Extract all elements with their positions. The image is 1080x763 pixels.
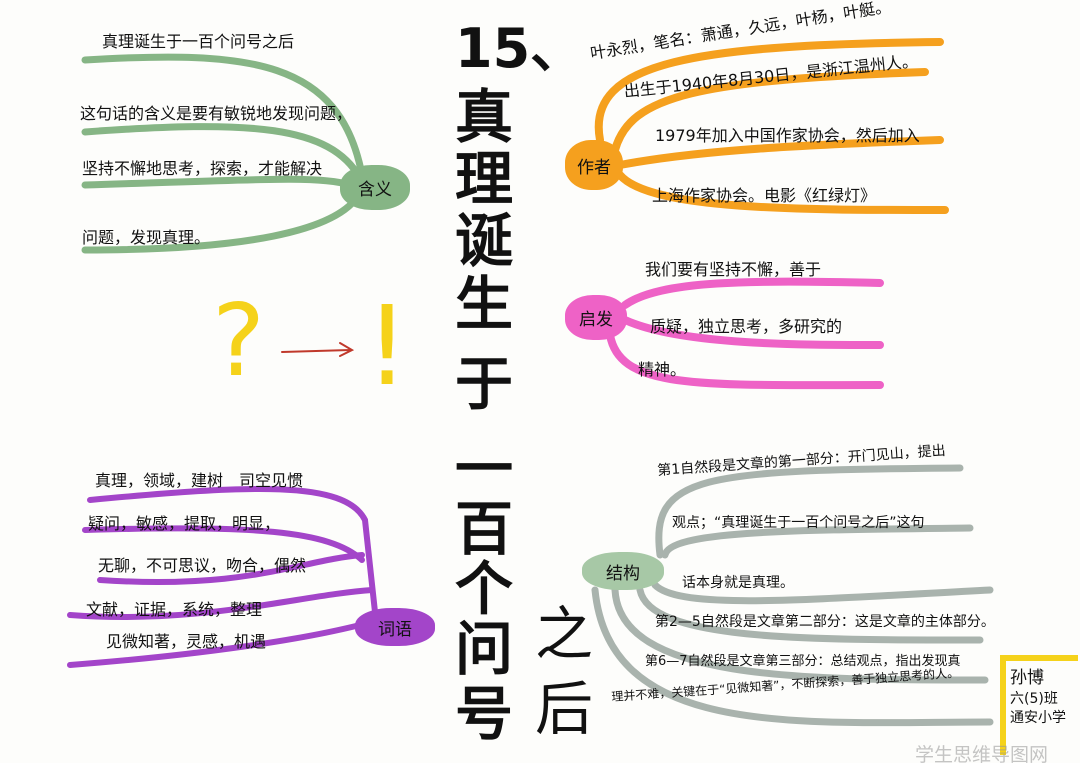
title-char: 后 bbox=[535, 675, 594, 743]
branch-line bbox=[616, 136, 944, 169]
branch-line bbox=[81, 175, 354, 189]
branch-line bbox=[67, 622, 363, 668]
structure-item: 观点；“真理诞生于一百个问号之后”这句 bbox=[672, 515, 925, 531]
title-char: 诞 bbox=[455, 207, 514, 275]
meaning-item: 问题，发现真理。 bbox=[82, 228, 211, 247]
branch-line bbox=[655, 464, 964, 559]
title-char: 号 bbox=[455, 680, 514, 748]
inspiration-item: 精神。 bbox=[638, 360, 687, 379]
inspiration-item: 质疑，独立思考，多研究的 bbox=[650, 317, 843, 336]
branch-line bbox=[81, 53, 366, 179]
title-char: 问 bbox=[455, 615, 514, 683]
words-item: 见微知著，灵感，机遇 bbox=[106, 632, 267, 651]
node-structure: 结构 bbox=[582, 552, 664, 590]
node-meaning: 含义 bbox=[340, 165, 410, 210]
branch-line bbox=[636, 586, 984, 644]
words-branches bbox=[67, 485, 378, 668]
branch-line bbox=[651, 581, 994, 605]
meaning-item: 这句话的含义是要有敏锐地发现问题， bbox=[80, 104, 353, 123]
branch-line bbox=[82, 525, 365, 563]
title-char: 一 bbox=[455, 435, 514, 503]
words-item: 疑问，敏感，提取，明显， bbox=[88, 514, 281, 533]
branch-line bbox=[81, 196, 359, 254]
question-mark-icon: ? bbox=[212, 282, 266, 399]
title-char: 个 bbox=[455, 555, 514, 623]
title-char: 百 bbox=[455, 495, 514, 563]
branch-line bbox=[661, 524, 974, 559]
structure-item: 第2—5自然段是文章第二部分：这是文章的主体部分。 bbox=[655, 614, 995, 630]
words-item: 无聊，不可思议，吻合，偶然 bbox=[98, 556, 307, 575]
title-char: 生 bbox=[455, 270, 514, 338]
meaning-item: 真理诞生于一百个问号之后 bbox=[102, 32, 295, 51]
signature-name: 孙博 bbox=[1010, 668, 1044, 688]
meaning-item: 坚持不懈地思考，探索，才能解决 bbox=[82, 159, 323, 178]
inspiration-item: 我们要有坚持不懈，善于 bbox=[645, 260, 822, 279]
branch-line bbox=[594, 38, 944, 144]
branch-line bbox=[616, 171, 949, 214]
title-char: 真 bbox=[455, 83, 514, 151]
branch-line bbox=[81, 123, 364, 182]
node-words: 词语 bbox=[355, 608, 435, 646]
author-item: 1979年加入中国作家协会，然后加入 bbox=[655, 126, 920, 145]
title-number: 15、 bbox=[455, 17, 585, 80]
meaning-branches bbox=[81, 53, 366, 254]
title-char: 于 bbox=[455, 350, 514, 418]
inspiration-branches bbox=[606, 277, 884, 390]
words-item: 真理，领域，建树 司空见惯 bbox=[95, 471, 304, 490]
branch-line bbox=[97, 552, 365, 585]
title-char: 理 bbox=[455, 145, 514, 213]
signature-class: 六(5)班 bbox=[1010, 690, 1058, 707]
arrow-line bbox=[281, 342, 355, 357]
title-char: 之 bbox=[535, 600, 594, 668]
node-author: 作者 bbox=[565, 140, 623, 190]
structure-item: 话本身就是真理。 bbox=[682, 575, 794, 591]
node-inspiration: 启发 bbox=[565, 295, 627, 340]
branch-line bbox=[67, 587, 375, 620]
branch-line bbox=[87, 485, 378, 615]
branch-line bbox=[611, 68, 929, 154]
branch-line bbox=[621, 316, 884, 349]
signature-box: 孙博 六(5)班 通安小学 bbox=[1000, 655, 1078, 755]
author-branches bbox=[594, 38, 949, 214]
branch-line bbox=[621, 277, 884, 309]
branch-line bbox=[611, 586, 989, 684]
signature-school: 通安小学 bbox=[1010, 709, 1066, 726]
watermark: 学生思维导图网 bbox=[915, 744, 1049, 763]
exclamation-mark-icon: ! bbox=[365, 282, 410, 410]
structure-branches bbox=[591, 464, 994, 727]
branch-line bbox=[606, 331, 884, 390]
author-item: 上海作家协会。电影《红绿灯》 bbox=[652, 186, 877, 205]
words-item: 文献，证据，系统，整理 bbox=[86, 600, 263, 619]
structure-item: 第6—7自然段是文章第三部分：总结观点，指出发现真 bbox=[645, 654, 961, 669]
branch-line bbox=[591, 586, 994, 727]
